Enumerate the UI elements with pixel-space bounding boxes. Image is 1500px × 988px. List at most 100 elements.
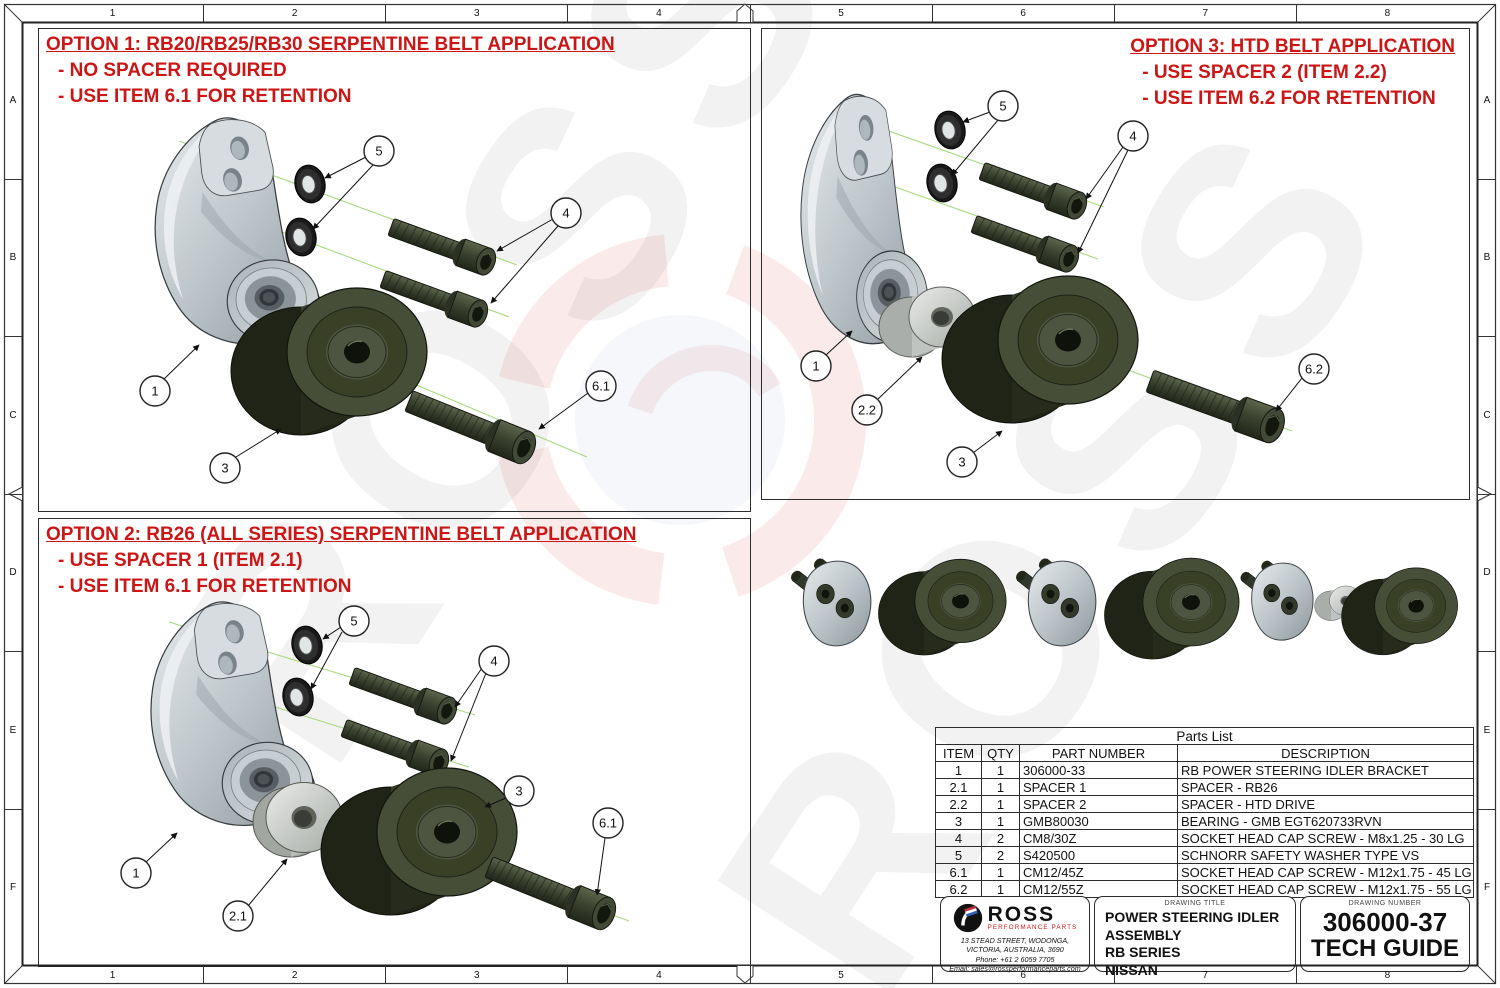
balloon-retention: 6.1 bbox=[585, 370, 617, 402]
grid-row-label: F bbox=[4, 808, 22, 967]
parts-table-cell: 1 bbox=[981, 761, 1020, 779]
svg-text:2.2: 2.2 bbox=[858, 403, 876, 418]
grid-column-label: 4 bbox=[567, 966, 749, 984]
balloon-washers: 5 bbox=[363, 135, 395, 167]
parts-list-col-partnumber: PART NUMBER bbox=[1019, 744, 1178, 762]
balloon-bracket: 1 bbox=[800, 350, 832, 382]
grid-row-label: E bbox=[4, 651, 22, 809]
grid-column-label: 1 bbox=[109, 969, 116, 981]
assembly-option1 bbox=[788, 556, 1007, 656]
parts-table-cell: SOCKET HEAD CAP SCREW - M12x1.75 - 55 LG bbox=[1177, 880, 1474, 898]
grid-row-label: C bbox=[4, 336, 22, 494]
balloon-washers: 5 bbox=[338, 605, 370, 637]
svg-text:5: 5 bbox=[375, 144, 382, 159]
parts-table-cell: 1 bbox=[981, 863, 1020, 881]
option2-note: - USE SPACER 1 (ITEM 2.1) bbox=[58, 550, 303, 571]
parts-table-cell: SOCKET HEAD CAP SCREW - M12x1.75 - 45 LG bbox=[1177, 863, 1474, 881]
grid-column-label: 7 bbox=[1113, 4, 1296, 22]
svg-text:6.2: 6.2 bbox=[1305, 362, 1323, 377]
parts-table-cell: 5 bbox=[935, 846, 982, 864]
balloon-retention: 6.2 bbox=[1298, 353, 1330, 385]
balloon-bracket: 1 bbox=[120, 857, 152, 889]
grid-row-label: F bbox=[1478, 808, 1496, 967]
parts-list-col-item: ITEM bbox=[935, 744, 982, 762]
grid-column-label: 8 bbox=[1295, 4, 1478, 22]
balloon-spacer: 2.2 bbox=[851, 394, 883, 426]
bearing-part bbox=[941, 275, 1139, 424]
parts-table-cell: RB POWER STEERING IDLER BRACKET bbox=[1177, 761, 1474, 779]
balloon-retention: 6.1 bbox=[592, 807, 624, 839]
svg-text:1: 1 bbox=[812, 359, 819, 374]
svg-text:1: 1 bbox=[151, 384, 158, 399]
svg-text:4: 4 bbox=[1129, 129, 1136, 144]
option2-heading: OPTION 2: RB26 (ALL SERIES) SERPENTINE B… bbox=[46, 522, 636, 600]
option2-note: - USE ITEM 6.1 FOR RETENTION bbox=[58, 576, 352, 597]
parts-table-cell: 6.1 bbox=[935, 863, 982, 881]
washer-part bbox=[281, 214, 321, 260]
svg-text:3: 3 bbox=[958, 455, 965, 470]
parts-table-cell: CM12/45Z bbox=[1019, 863, 1178, 881]
svg-text:4: 4 bbox=[562, 206, 569, 221]
grid-row-label: E bbox=[1478, 651, 1496, 809]
grid-column-label: 2 bbox=[203, 966, 385, 984]
parts-table-cell: GMB80030 bbox=[1019, 812, 1178, 830]
svg-text:6.1: 6.1 bbox=[599, 816, 617, 831]
parts-table-cell: SPACER - HTD DRIVE bbox=[1177, 795, 1474, 813]
cap-screw-part bbox=[346, 662, 461, 728]
drawing-number-label: DRAWING NUMBER bbox=[1348, 900, 1422, 907]
grid-column-label: 5 bbox=[749, 4, 932, 22]
parts-list: Parts List ITEM QTY PART NUMBER DESCRIPT… bbox=[935, 727, 1474, 898]
parts-table-cell: 1 bbox=[981, 795, 1020, 813]
grid-column-label: 7 bbox=[1113, 966, 1296, 984]
balloon-bearing: 3 bbox=[209, 452, 241, 484]
balloon-screws: 4 bbox=[550, 197, 582, 229]
parts-table-cell: CM12/55Z bbox=[1019, 880, 1178, 898]
grid-row-label: B bbox=[1478, 178, 1496, 337]
parts-table-cell: SOCKET HEAD CAP SCREW - M8x1.25 - 30 LG bbox=[1177, 829, 1474, 847]
washer-part bbox=[290, 161, 330, 207]
company-block: ROSS PERFORMANCE PARTS 13 STEAD STREET, … bbox=[940, 896, 1090, 973]
retention-screw-part bbox=[482, 850, 621, 934]
option3-panel: 5 4 1 2.2 3 6.2 OPTION 3: HTD BELT APPLI… bbox=[761, 28, 1470, 500]
grid-column-label: 5 bbox=[749, 966, 932, 984]
grid-column-label: 8 bbox=[1295, 966, 1478, 984]
washer-part bbox=[922, 160, 962, 206]
svg-text:4: 4 bbox=[490, 654, 497, 669]
parts-table-cell: BEARING - GMB EGT620733RVN bbox=[1177, 812, 1474, 830]
balloon-screws: 4 bbox=[1117, 120, 1149, 152]
option1-note: - NO SPACER REQUIRED bbox=[58, 60, 287, 81]
drawing-number: 306000-37 bbox=[1322, 907, 1448, 937]
grid-column-label: 4 bbox=[567, 4, 749, 22]
parts-table-cell: 2.2 bbox=[935, 795, 982, 813]
svg-text:3: 3 bbox=[515, 784, 522, 799]
parts-table-cell: 1 bbox=[981, 778, 1020, 796]
drawing-number-block: DRAWING NUMBER 306000-37 TECH GUIDE bbox=[1300, 896, 1470, 972]
parts-table-cell: 306000-33 bbox=[1019, 761, 1178, 779]
assembly-option3 bbox=[1238, 558, 1459, 656]
parts-list-title: Parts List bbox=[935, 727, 1474, 745]
parts-table-cell: 1 bbox=[981, 880, 1020, 898]
balloon-bearing: 3 bbox=[503, 775, 535, 807]
option3-title: OPTION 3: HTD BELT APPLICATION bbox=[1130, 36, 1455, 57]
grid-row-label: A bbox=[1483, 94, 1491, 106]
grid-column-label: 6 bbox=[931, 966, 1114, 984]
parts-table-cell: 1 bbox=[935, 761, 982, 779]
retention-screw-part bbox=[1143, 363, 1290, 447]
washer-part bbox=[278, 674, 318, 720]
parts-table-cell: 2.1 bbox=[935, 778, 982, 796]
svg-text:5: 5 bbox=[350, 614, 357, 629]
svg-text:3: 3 bbox=[221, 461, 228, 476]
parts-table-cell: 2 bbox=[981, 846, 1020, 864]
option1-note: - USE ITEM 6.1 FOR RETENTION bbox=[58, 86, 352, 107]
option1-title: OPTION 1: RB20/RB25/RB30 SERPENTINE BELT… bbox=[46, 34, 615, 55]
option2-title: OPTION 2: RB26 (ALL SERIES) SERPENTINE B… bbox=[46, 524, 637, 545]
grid-column-label: 1 bbox=[109, 7, 116, 19]
